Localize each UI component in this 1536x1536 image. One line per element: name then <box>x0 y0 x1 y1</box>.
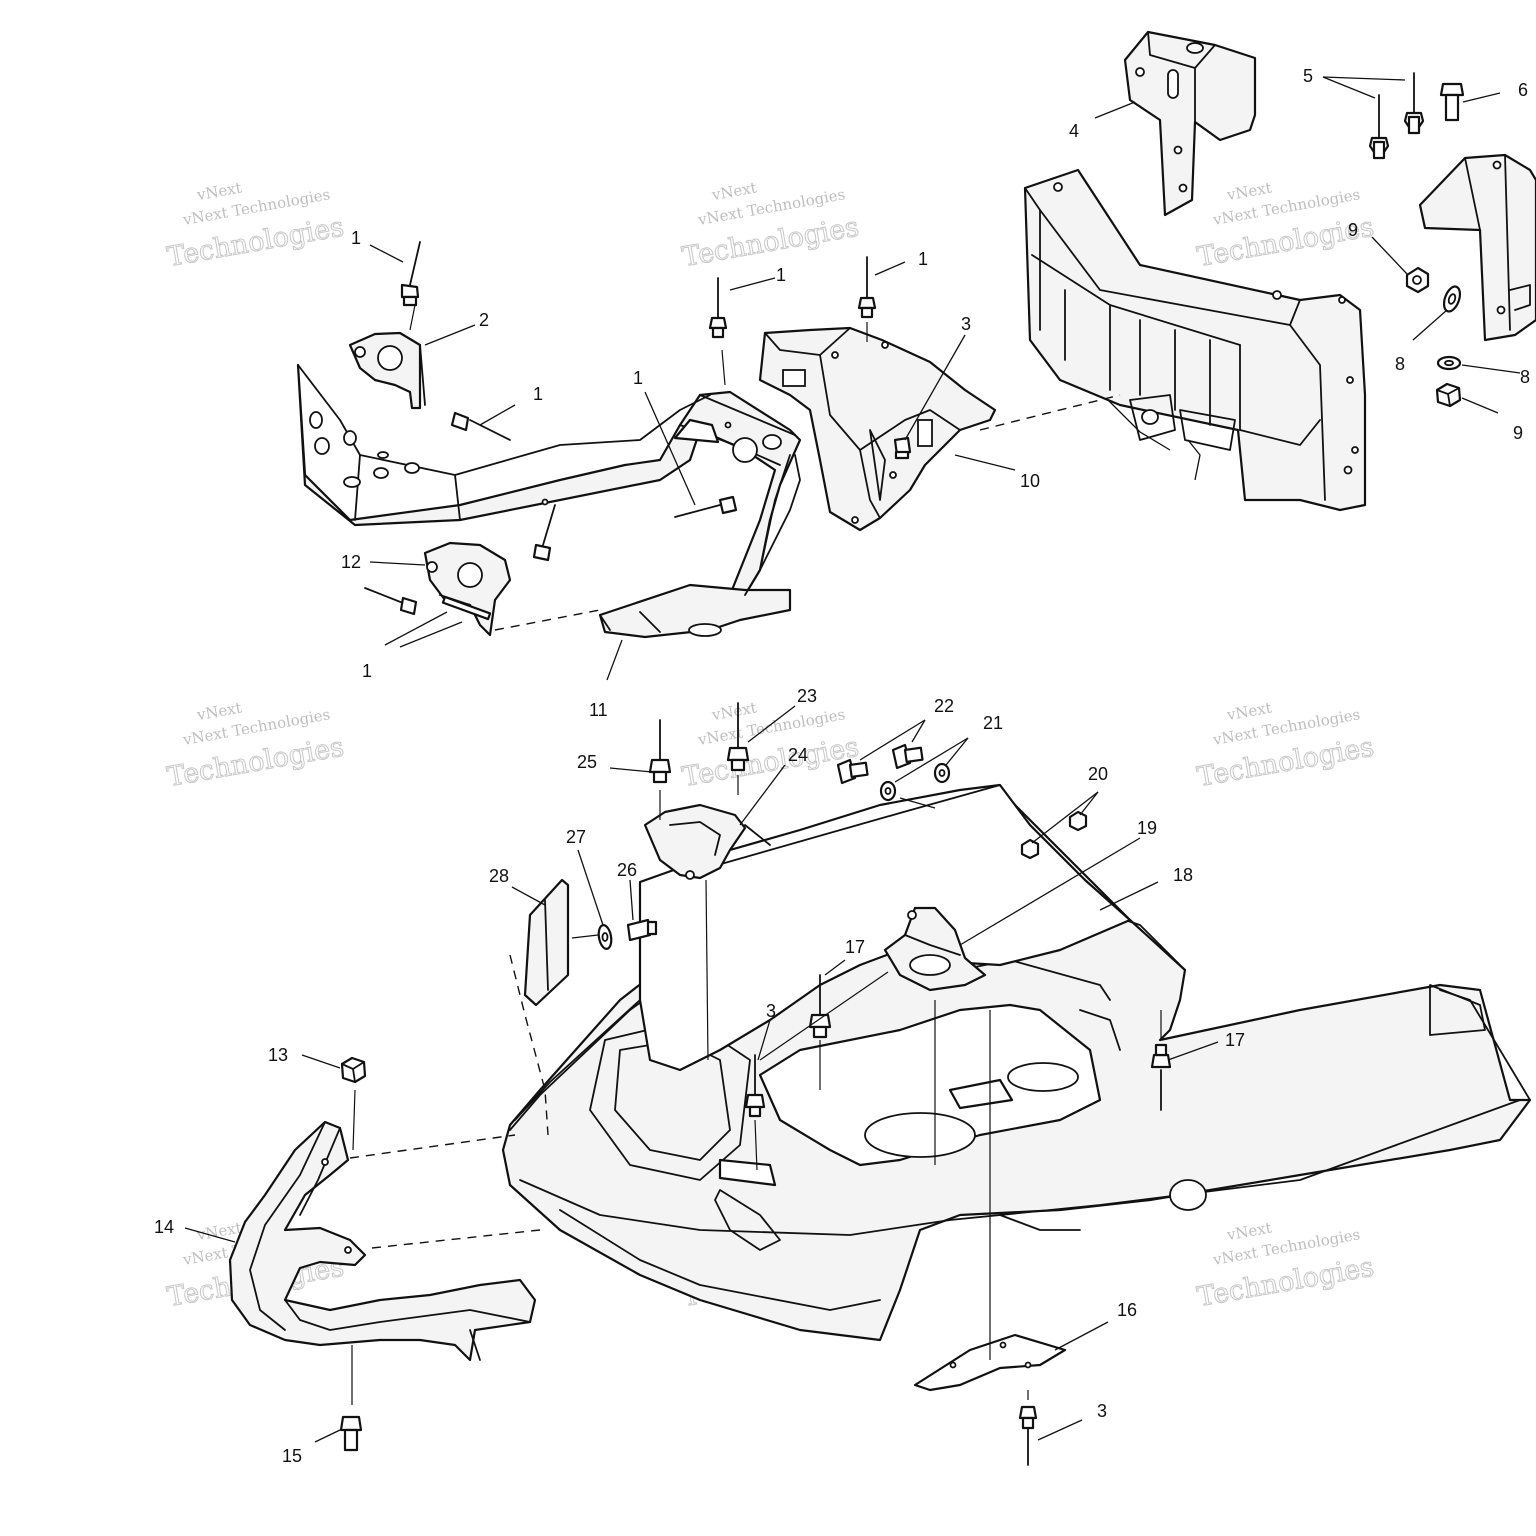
watermark-top-left: vNext vNext Technologies Technologies <box>164 179 346 274</box>
callout-21: 21 <box>983 713 1003 733</box>
assembly-dashed-lines <box>349 394 1121 1249</box>
svg-text:vNext: vNext <box>195 179 243 205</box>
callout-leaders <box>184 76 1521 1443</box>
part-1-rivets <box>364 241 877 616</box>
callout-23: 23 <box>797 686 817 706</box>
part-6-bolt <box>1439 82 1465 122</box>
callout-3: 3 <box>1097 1401 1107 1421</box>
callout-4: 4 <box>1069 121 1079 141</box>
watermark-top-right: vNext vNext Technologies Technologies <box>1194 179 1376 274</box>
part-3-bolt-upper <box>893 436 912 460</box>
assembly-alignment-lines <box>351 304 1162 1405</box>
part-5-rivets <box>1368 72 1425 160</box>
svg-text:vNext: vNext <box>710 179 758 205</box>
front-frame-crossmember <box>296 363 802 597</box>
callout-9: 9 <box>1513 423 1523 443</box>
callout-22: 22 <box>934 696 954 716</box>
watermark-mid-left: vNext vNext Technologies Technologies <box>164 699 346 794</box>
part-2-gusset-bracket <box>348 331 426 410</box>
watermark-bottom-right: vNext vNext Technologies Technologies <box>1194 1219 1376 1314</box>
callout-15: 15 <box>282 1446 302 1466</box>
part-25-rivet <box>648 719 672 784</box>
callout-16: 16 <box>1117 1300 1137 1320</box>
callout-19: 19 <box>1137 818 1157 838</box>
callout-18: 18 <box>1173 865 1193 885</box>
part-8-washer-lower <box>1436 355 1462 371</box>
callout-2: 2 <box>479 310 489 330</box>
part-14-front-bumper <box>228 1120 537 1362</box>
callout-3: 3 <box>766 1001 776 1021</box>
callout-20: 20 <box>1088 764 1108 784</box>
rear-bulkhead-assembly <box>1023 168 1367 512</box>
watermark-mid-center: vNext vNext Technologies Technologies <box>679 699 861 794</box>
callout-5: 5 <box>1303 66 1313 86</box>
part-10-front-bulkhead <box>758 326 997 532</box>
part-22-bolts <box>836 743 924 785</box>
callout-10: 10 <box>1020 471 1040 491</box>
callout-26: 26 <box>617 860 637 880</box>
part-20-nuts <box>1020 810 1088 860</box>
callout-1: 1 <box>351 228 361 248</box>
part-28-bracket-plate <box>523 878 570 1007</box>
callout-1: 1 <box>633 368 643 388</box>
part-12-gusset-bracket <box>423 541 512 637</box>
callout-3: 3 <box>961 314 971 334</box>
callout-27: 27 <box>566 827 586 847</box>
part-11-lower-support <box>598 454 801 639</box>
callout-1: 1 <box>776 265 786 285</box>
part-13-nut <box>340 1056 367 1084</box>
svg-text:vNext: vNext <box>1225 1219 1273 1245</box>
part-19-vent-boot <box>883 906 987 992</box>
part-4-steering-bracket <box>1123 30 1257 217</box>
callout-17: 17 <box>1225 1030 1245 1050</box>
callout-13: 13 <box>268 1045 288 1065</box>
part-3-rivet-center <box>744 1054 766 1118</box>
callout-8: 8 <box>1395 354 1405 374</box>
part-27-washer <box>597 924 613 950</box>
callout-6: 6 <box>1518 80 1528 100</box>
svg-text:vNext: vNext <box>195 699 243 725</box>
callout-labels: 1 2 1 1 1 3 1 4 5 6 9 8 8 9 10 12 1 11 2… <box>154 66 1530 1466</box>
part-23-rivet <box>726 702 750 772</box>
callout-11: 11 <box>589 700 608 720</box>
part-16-skid-plate <box>913 1333 1067 1392</box>
callout-12: 12 <box>341 552 361 572</box>
svg-text:vNext: vNext <box>195 1219 243 1245</box>
svg-text:vNext: vNext <box>710 699 758 725</box>
svg-text:vNext: vNext <box>1225 699 1273 725</box>
part-26-bolt <box>626 918 658 942</box>
part-15-bolt <box>339 1415 363 1452</box>
callout-28: 28 <box>489 866 509 886</box>
part-9-nut-lower <box>1435 382 1462 408</box>
callout-24: 24 <box>788 745 808 765</box>
watermark-mid-right: vNext vNext Technologies Technologies <box>1194 699 1376 794</box>
callout-25: 25 <box>577 752 597 772</box>
callout-9: 9 <box>1348 220 1358 240</box>
part-7-side-bracket <box>1418 153 1536 342</box>
callout-8: 8 <box>1520 367 1530 387</box>
part-9-nut-upper <box>1405 266 1430 294</box>
callout-1: 1 <box>918 249 928 269</box>
part-24-bracket <box>643 803 771 880</box>
callout-17: 17 <box>845 937 865 957</box>
callout-1: 1 <box>533 384 543 404</box>
part-17-rivets <box>808 974 1172 1111</box>
callout-14: 14 <box>154 1217 174 1237</box>
callout-1: 1 <box>362 661 372 681</box>
part-8-washer-upper <box>1442 285 1462 313</box>
watermark-top-center: vNext vNext Technologies Technologies <box>679 179 861 274</box>
svg-text:vNext: vNext <box>1225 179 1273 205</box>
part-3-rivet-lower <box>1018 1405 1038 1466</box>
part-21-washers <box>879 762 951 802</box>
